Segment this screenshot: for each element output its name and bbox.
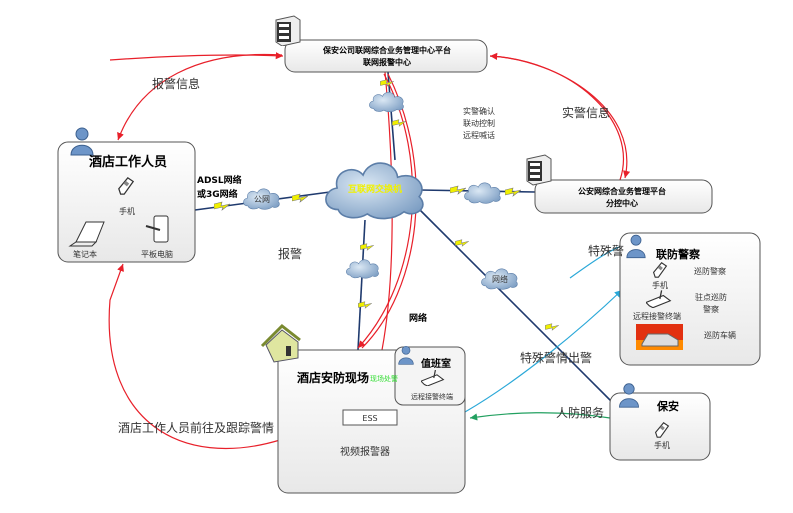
confirm-label-3: 远程喊话	[463, 130, 495, 140]
laptop-label: 笔记本	[73, 249, 97, 259]
server-icon	[275, 15, 301, 46]
ess-box[interactable]	[342, 409, 398, 426]
alarm-info-arrows	[108, 52, 631, 449]
joint-police-title: 联防警察	[656, 247, 701, 261]
server-icon	[526, 154, 552, 186]
phone-label: 手机	[654, 440, 670, 450]
real-alarm-info-label: 实警信息	[562, 105, 610, 120]
confirm-label-1: 实警确认	[463, 106, 495, 116]
duty-terminal-label: 远程接警终端	[411, 392, 453, 401]
confirm-label-2: 联动控制	[463, 118, 495, 128]
security-center-box[interactable]	[284, 39, 488, 73]
adsl-label-2: 或3G网络	[197, 188, 238, 200]
cloud-bottom	[346, 259, 379, 279]
hotel-staff-title: 酒店工作人员	[89, 154, 167, 170]
onsite-label: 现场处警	[370, 374, 398, 383]
patrol-police-label: 巡防警察	[694, 266, 726, 276]
special-dispatch-arrow-2	[569, 245, 623, 279]
cloud-top	[369, 91, 404, 113]
security-center-title: 保安公司联网综合业务管理中心平台	[322, 45, 451, 55]
ess-label: ESS	[362, 414, 377, 423]
security-center-subtitle: 联网报警中心	[363, 57, 411, 67]
internet-switch-label: 互联网交换机	[348, 183, 402, 195]
guard-title: 保安	[656, 399, 679, 413]
video-alarm-label: 视频报警器	[340, 445, 390, 458]
staff-follow-label: 酒店工作人员前往及跟踪警情	[118, 420, 274, 435]
tablet-icon	[145, 215, 169, 243]
terminal-label: 远程接警终端	[633, 311, 681, 321]
alarm-label: 报警	[278, 246, 302, 261]
guard-service-arrow	[469, 412, 611, 421]
network-label: 网络	[409, 312, 427, 324]
laptop-icon	[68, 221, 105, 247]
police-center-subtitle: 分控中心	[606, 198, 638, 208]
public-net-label: 公网	[254, 195, 270, 204]
guard-service-label: 人防服务	[556, 405, 604, 420]
station-police-label-2: 警察	[703, 304, 719, 314]
phone-label: 手机	[119, 206, 135, 216]
network-cloud-label: 网络	[492, 274, 508, 284]
police-center-box[interactable]	[534, 179, 713, 214]
network-links	[194, 71, 616, 406]
special-dispatch-label: 特殊警情出警	[520, 350, 592, 365]
cloud-right	[464, 182, 501, 204]
special-dispatch-arrow	[464, 289, 623, 413]
tablet-label: 平板电脑	[141, 249, 173, 259]
police-car-icon	[636, 324, 683, 350]
station-police-label: 驻点巡防	[695, 292, 727, 302]
patrol-vehicle-label: 巡防车辆	[704, 330, 736, 340]
police-center-title: 公安网综合业务管理平台	[578, 186, 666, 196]
hotel-site-title: 酒店安防现场	[297, 370, 369, 385]
house-icon	[260, 324, 301, 363]
phone-label: 手机	[652, 280, 668, 290]
duty-room-title: 值班室	[421, 357, 451, 370]
adsl-label-1: ADSL网络	[197, 174, 242, 186]
special-dispatch-label-partial: 特殊警	[588, 243, 624, 258]
alarm-info-label: 报警信息	[152, 76, 200, 91]
